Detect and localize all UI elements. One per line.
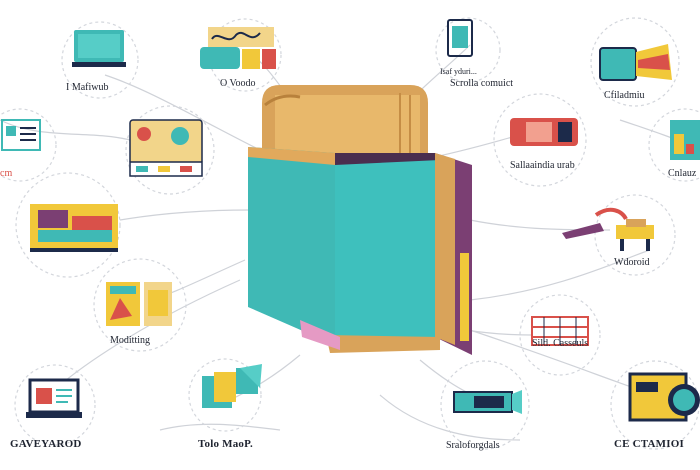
colorful-screen-icon <box>30 204 118 252</box>
label-bottom-left: GAVEYAROD <box>10 438 82 450</box>
label-top-right-mid: Scrolla comuict <box>450 78 514 89</box>
label-right-lower: Sild. Casseuls <box>532 338 589 349</box>
label-bottom-mid-left: Tolo MaoP. <box>198 438 253 450</box>
label-top-left: I Mafiwub <box>66 82 109 93</box>
label-top-center: O Voodo <box>220 78 256 89</box>
label-bottom-right: CE CTAMIOI <box>614 438 684 450</box>
dashboard-icon <box>1 119 41 151</box>
label-left-mid: Moditting <box>110 335 151 346</box>
label-mid-right: Sallaaindia urab <box>510 160 575 171</box>
map-icon <box>202 364 262 408</box>
globe-screen-icon <box>628 372 700 422</box>
open-book-icon <box>248 85 472 355</box>
label-left-edge: cm <box>0 168 13 179</box>
label-right-edge: Cnlauz <box>668 168 697 179</box>
label-bottom-mid-right: Sraloforgdals <box>446 440 500 451</box>
video-camera-icon <box>599 44 672 81</box>
document-icon <box>670 120 700 160</box>
gallery-icon <box>129 119 203 177</box>
photo-frame-icon <box>106 282 172 326</box>
label-right-mid: Wdoroid <box>614 257 650 268</box>
projector-icon <box>453 390 522 414</box>
label-top-right-mid-sub: Isaf yduri... <box>440 67 477 76</box>
cabinet-icon <box>531 316 589 346</box>
tablet-icon <box>447 19 473 57</box>
laptop-icon <box>26 378 82 418</box>
label-far-top-right: Cfiladmiu <box>604 90 645 101</box>
writing-desk-icon <box>562 207 654 251</box>
monitor-icon <box>72 30 126 67</box>
shop-icon <box>510 118 578 146</box>
palette-icon <box>200 27 276 69</box>
